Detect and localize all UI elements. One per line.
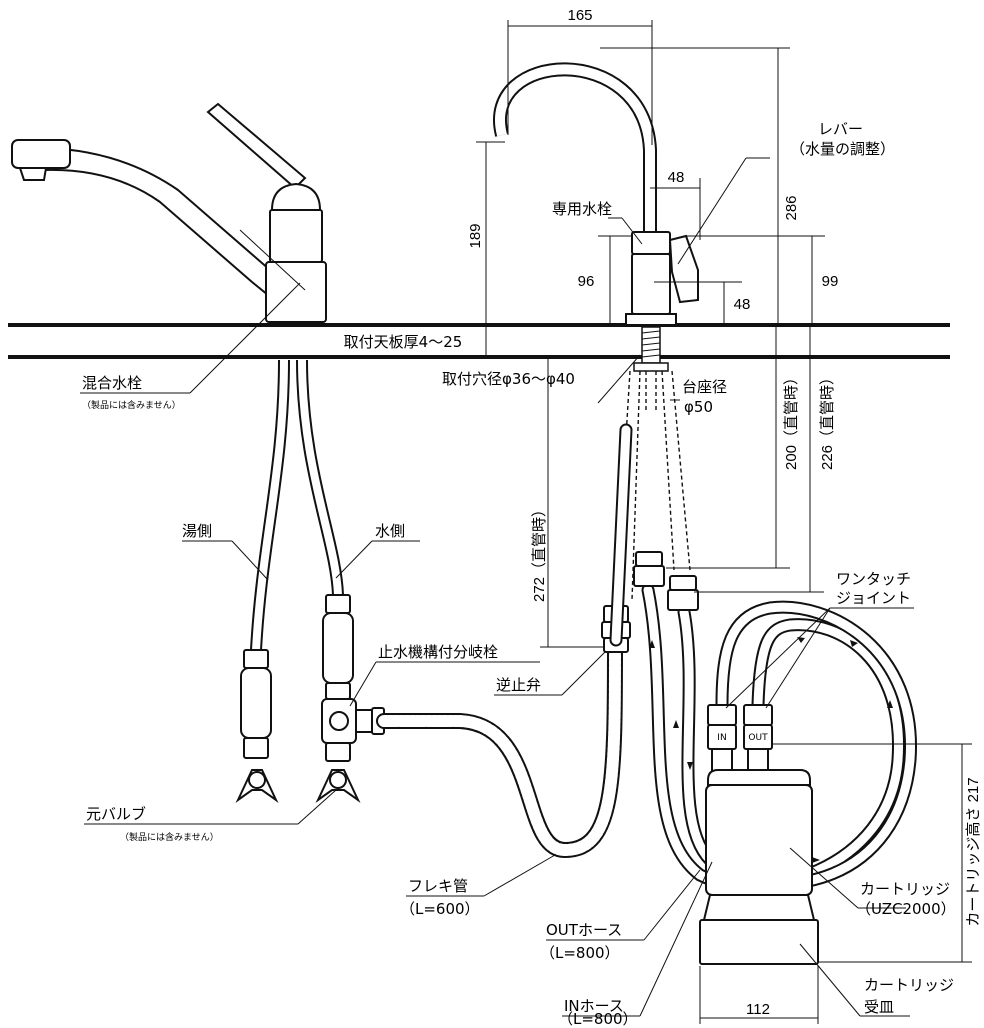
flexible-pipe-length: （L=600）: [400, 900, 480, 918]
cartridge: [699, 704, 819, 965]
dim-body-height: 96: [578, 273, 595, 290]
tray-label-1: カートリッジ: [864, 976, 954, 994]
dim-cartridge-height: カートリッジ高さ 217: [965, 777, 982, 926]
lever-sub-label: （水量の調整）: [790, 140, 895, 158]
dedicated-faucet: [493, 62, 699, 326]
base-diameter-label: 台座径: [682, 378, 727, 396]
out-hose-label: OUTホース: [546, 921, 622, 939]
dedicated-faucet-label: 専用水栓: [552, 200, 612, 218]
in-hose-label: INホース: [564, 997, 624, 1015]
cartridge-model: （UZC2000）: [856, 900, 956, 918]
mixing-faucet-label: 混合水栓: [82, 374, 142, 392]
dim-lever-height: 99: [822, 273, 839, 290]
counter-thickness-label: 取付天板厚4～25: [344, 333, 463, 351]
cold-side-label: 水側: [375, 522, 405, 540]
not-included-note-1: （製品には含みません）: [82, 399, 181, 411]
base-diameter-value: φ50: [684, 398, 713, 416]
dim-cartridge-width: 112: [746, 1001, 770, 1018]
dim-faucet-height: 286: [783, 195, 800, 220]
hot-side-label: 湯側: [182, 522, 212, 540]
port-in-label: IN: [717, 733, 726, 743]
one-touch-label-1: ワンタッチ: [836, 570, 911, 588]
check-valve-label: 逆止弁: [496, 676, 541, 694]
branch-valve-label: 止水機構付分岐栓: [378, 643, 498, 661]
hoses: [609, 423, 917, 892]
cartridge-port-labels: IN OUT: [717, 733, 768, 743]
hot-side-valve: [235, 649, 279, 804]
dimension-lines: [476, 20, 972, 1024]
mixing-faucet: [11, 102, 327, 323]
supply-tubes: [250, 359, 344, 651]
one-touch-label-2: ジョイント: [836, 589, 911, 607]
dim-spout-reach: 165: [567, 7, 592, 24]
dim-spout-height: 189: [467, 223, 484, 248]
dim-lever-offset: 48: [668, 169, 685, 186]
port-out-label: OUT: [748, 733, 768, 743]
cold-side-valve: [315, 594, 385, 804]
flexible-pipe-label: フレキ管: [408, 877, 468, 895]
dim-straight-226: 226（直管時）: [819, 370, 836, 470]
not-included-note-2: （製品には含みません）: [120, 831, 219, 843]
dim-lever-depth: 48: [734, 296, 751, 313]
tray-label-2: 受皿: [864, 998, 894, 1016]
in-hose-length: （L=800）: [558, 1010, 638, 1028]
out-hose-length: （L=800）: [540, 944, 620, 962]
countertop: [8, 323, 950, 359]
main-valve-label: 元バルブ: [86, 805, 146, 823]
leader-lines: [80, 157, 914, 1017]
hole-diameter-label: 取付穴径φ36～φ40: [442, 370, 575, 388]
cartridge-label: カートリッジ: [860, 880, 950, 898]
lever-label: レバー: [818, 120, 863, 138]
dim-straight-272: 272（直管時）: [531, 502, 548, 602]
dim-straight-200: 200（直管時）: [783, 370, 800, 470]
faucet-shank: [615, 326, 691, 601]
